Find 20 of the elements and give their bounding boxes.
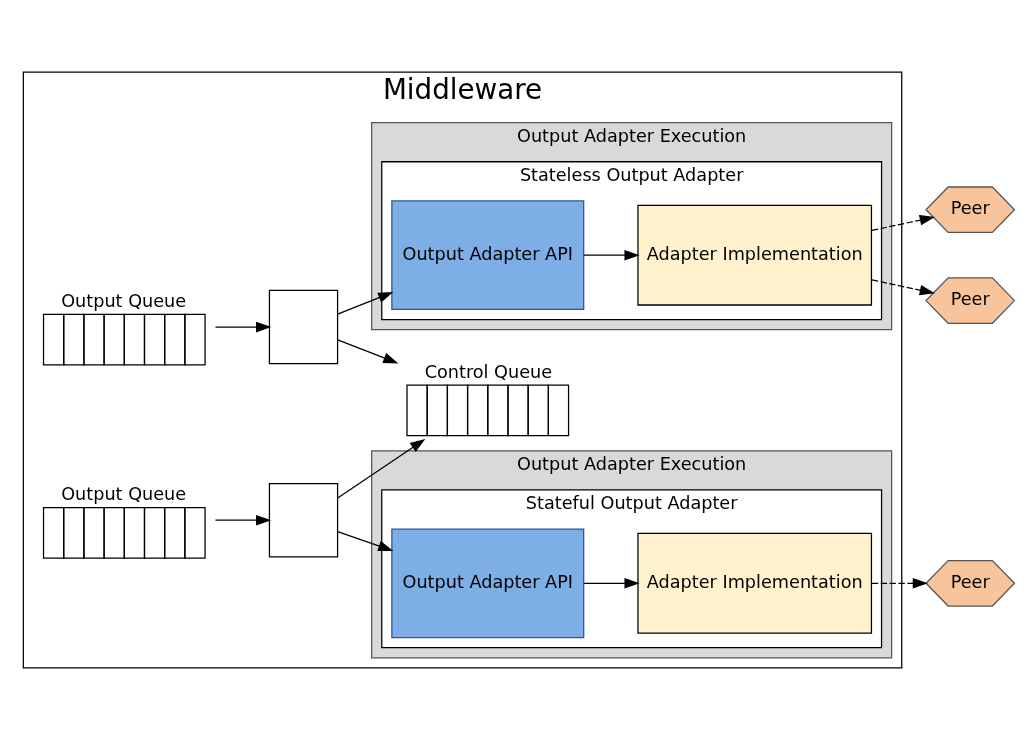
- arrow: [214, 514, 272, 526]
- node-box: Adapter Implementation: [637, 532, 873, 634]
- arrow: [583, 249, 640, 261]
- node-box: Adapter Implementation: [637, 204, 873, 306]
- node-label: Output Queue: [61, 484, 187, 505]
- arrow: [337, 439, 426, 499]
- node-box: [268, 289, 339, 365]
- node-label: Output Queue: [61, 291, 187, 312]
- node-box: Output Adapter API: [391, 528, 585, 639]
- arrow: [337, 531, 394, 551]
- arrow: [871, 279, 935, 296]
- arrow: [337, 339, 399, 364]
- arrow: [337, 292, 394, 315]
- node-box: Output Adapter API: [391, 200, 585, 311]
- node-box: [268, 482, 339, 558]
- arrow: [871, 214, 935, 232]
- arrow: [583, 578, 640, 589]
- node-label: Control Queue: [424, 361, 553, 382]
- arrow: [214, 321, 272, 333]
- arrow: [871, 578, 928, 589]
